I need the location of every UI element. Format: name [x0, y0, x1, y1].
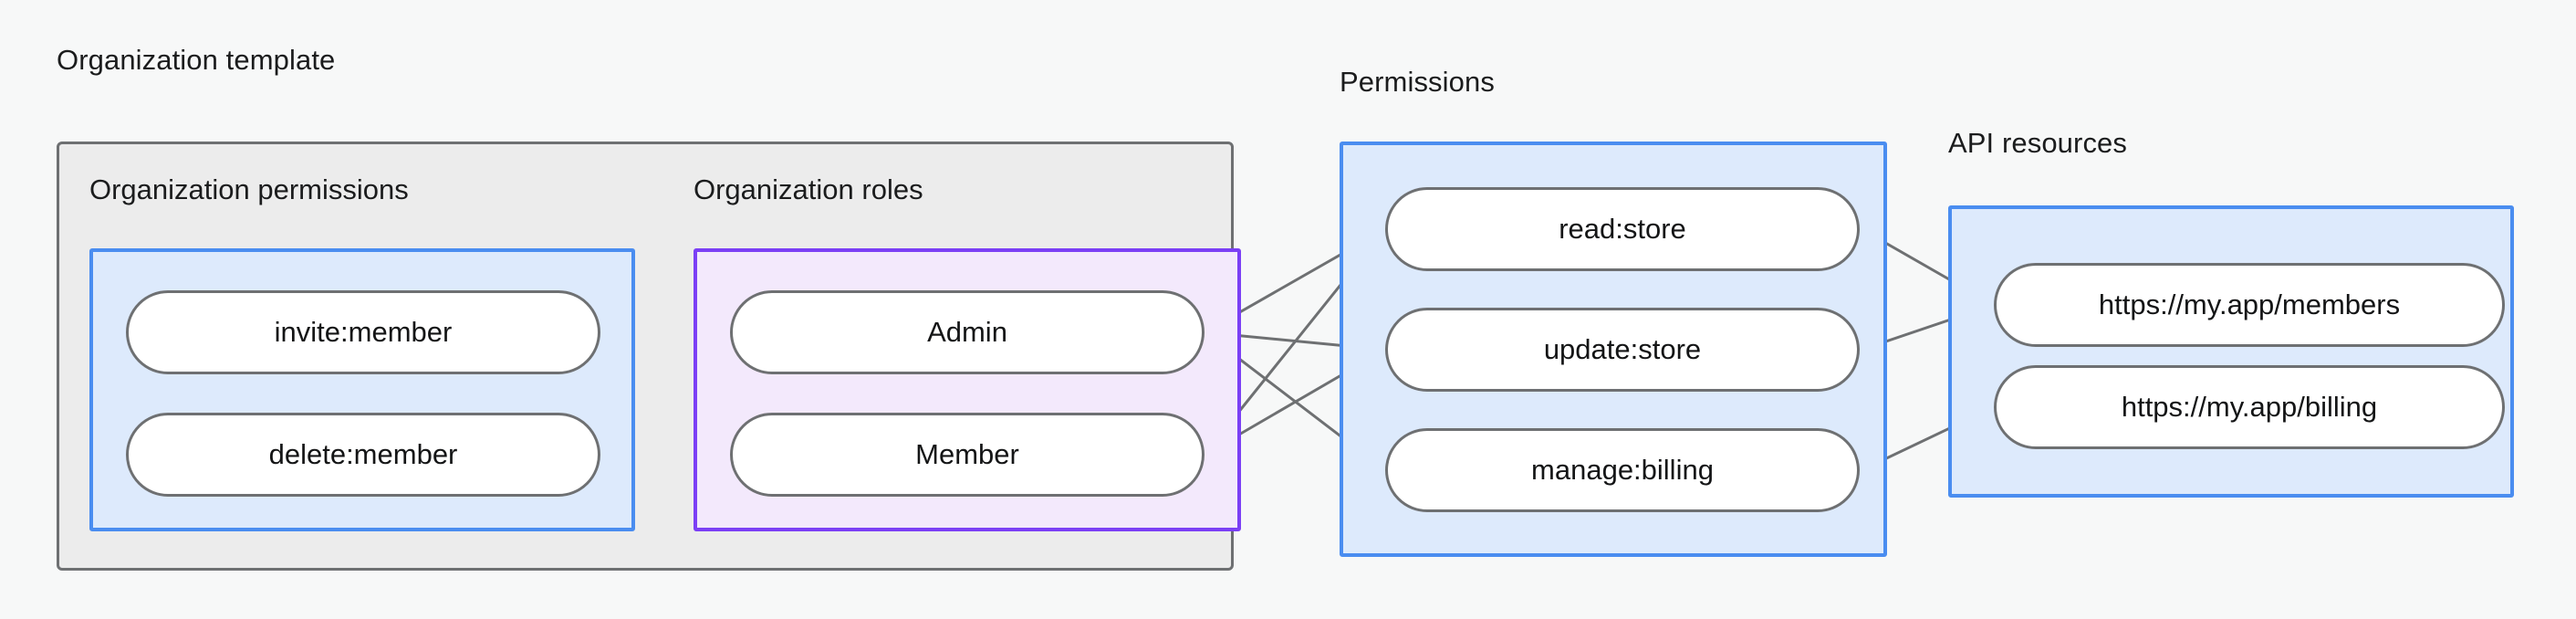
node-read-store[interactable]: read:store [1385, 187, 1860, 271]
node-update-store[interactable]: update:store [1385, 308, 1860, 392]
group-label-permissions: Permissions [1340, 66, 1495, 98]
subgroup-label-organization-permissions: Organization permissions [89, 173, 409, 205]
node-manage-billing[interactable]: manage:billing [1385, 428, 1860, 512]
node-api-resource-billing[interactable]: https://my.app/billing [1994, 365, 2505, 449]
node-delete-member[interactable]: delete:member [126, 413, 600, 497]
group-label-api-resources: API resources [1948, 127, 2127, 159]
subgroup-label-organization-roles: Organization roles [694, 173, 923, 205]
node-invite-member[interactable]: invite:member [126, 290, 600, 374]
group-label-organization-template: Organization template [57, 44, 336, 76]
node-role-admin[interactable]: Admin [730, 290, 1205, 374]
node-api-resource-members[interactable]: https://my.app/members [1994, 263, 2505, 347]
node-role-member[interactable]: Member [730, 413, 1205, 497]
group-box-api-resources [1948, 205, 2514, 498]
